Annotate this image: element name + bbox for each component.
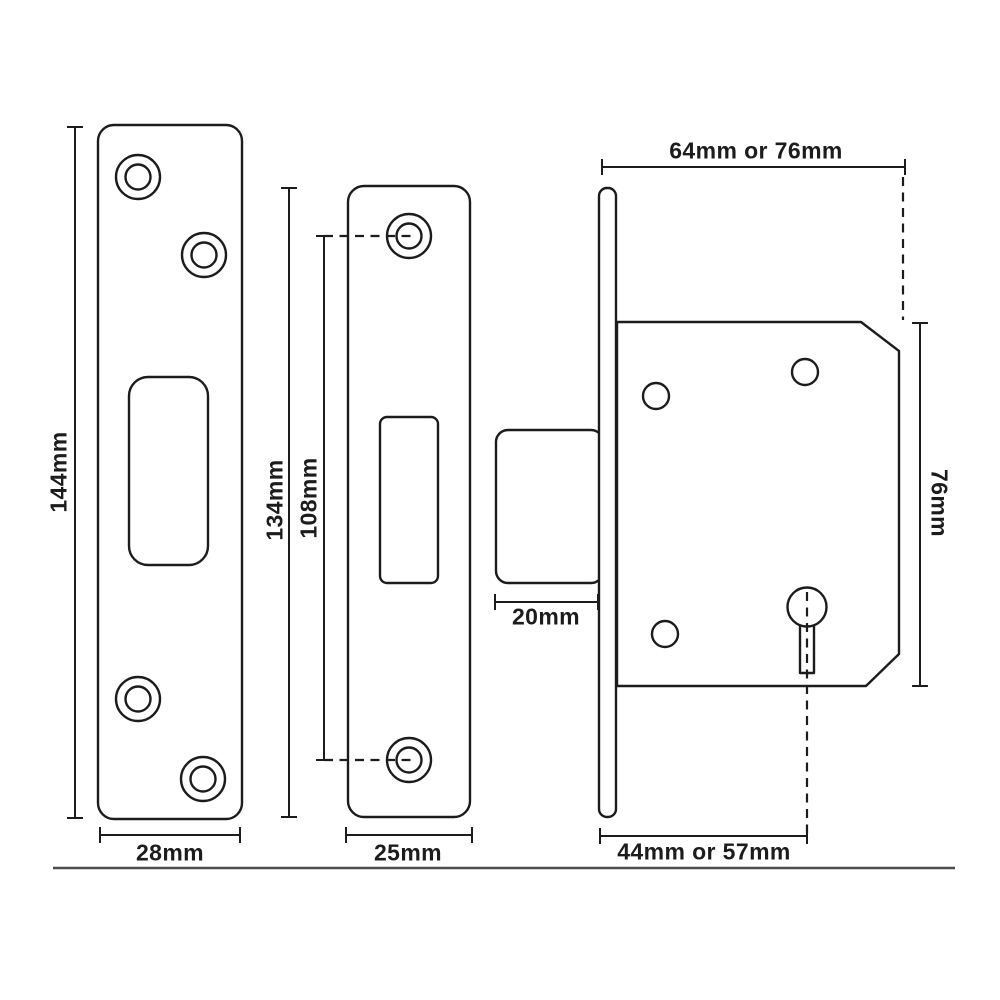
strike-plate-screw-hole-top-right: [180, 231, 228, 279]
lock-case-body: [615, 320, 901, 688]
dim-label-faceplate-height: 134mm: [261, 459, 288, 541]
case-hole-upper-right: [790, 357, 820, 387]
dim-line-strike-plate-height: [67, 126, 83, 819]
dim-line-bolt-length: [494, 594, 599, 610]
dim-label-strike-plate-height: 144mm: [45, 431, 72, 513]
deadbolt: [494, 428, 605, 585]
dim-label-strike-plate-width: 28mm: [135, 839, 205, 866]
dim-line-faceplate-width: [345, 827, 473, 843]
dim-label-bolt-length: 20mm: [511, 603, 581, 630]
dim-label-case-height: 76mm: [926, 468, 953, 538]
strike-plate-screw-hole-bottom-right: [179, 755, 227, 803]
dim-label-faceplate-width: 25mm: [373, 839, 443, 866]
strike-plate: [96, 123, 244, 821]
case-hole-upper-left: [641, 381, 671, 411]
faceplate: [346, 184, 472, 819]
dim-line-case-depth: [601, 159, 906, 175]
dim-line-case-height: [912, 322, 928, 687]
strike-plate-screw-hole-bottom-left: [114, 675, 162, 723]
dim-label-backset: 44mm or 57mm: [617, 838, 791, 865]
faceplate-edge: [597, 186, 618, 819]
dim-line-strike-plate-width: [99, 827, 241, 843]
dim-label-screw-hole-spacing: 108mm: [295, 457, 322, 539]
strike-plate-screw-hole-top-left: [114, 153, 162, 201]
faceplate-bolt-cutout: [378, 415, 440, 585]
strike-plate-bolt-cutout: [127, 375, 210, 567]
dim-label-case-depth: 64mm or 76mm: [669, 137, 843, 164]
dim-line-faceplate-height: [281, 187, 297, 818]
case-hole-lower-left: [650, 619, 680, 649]
